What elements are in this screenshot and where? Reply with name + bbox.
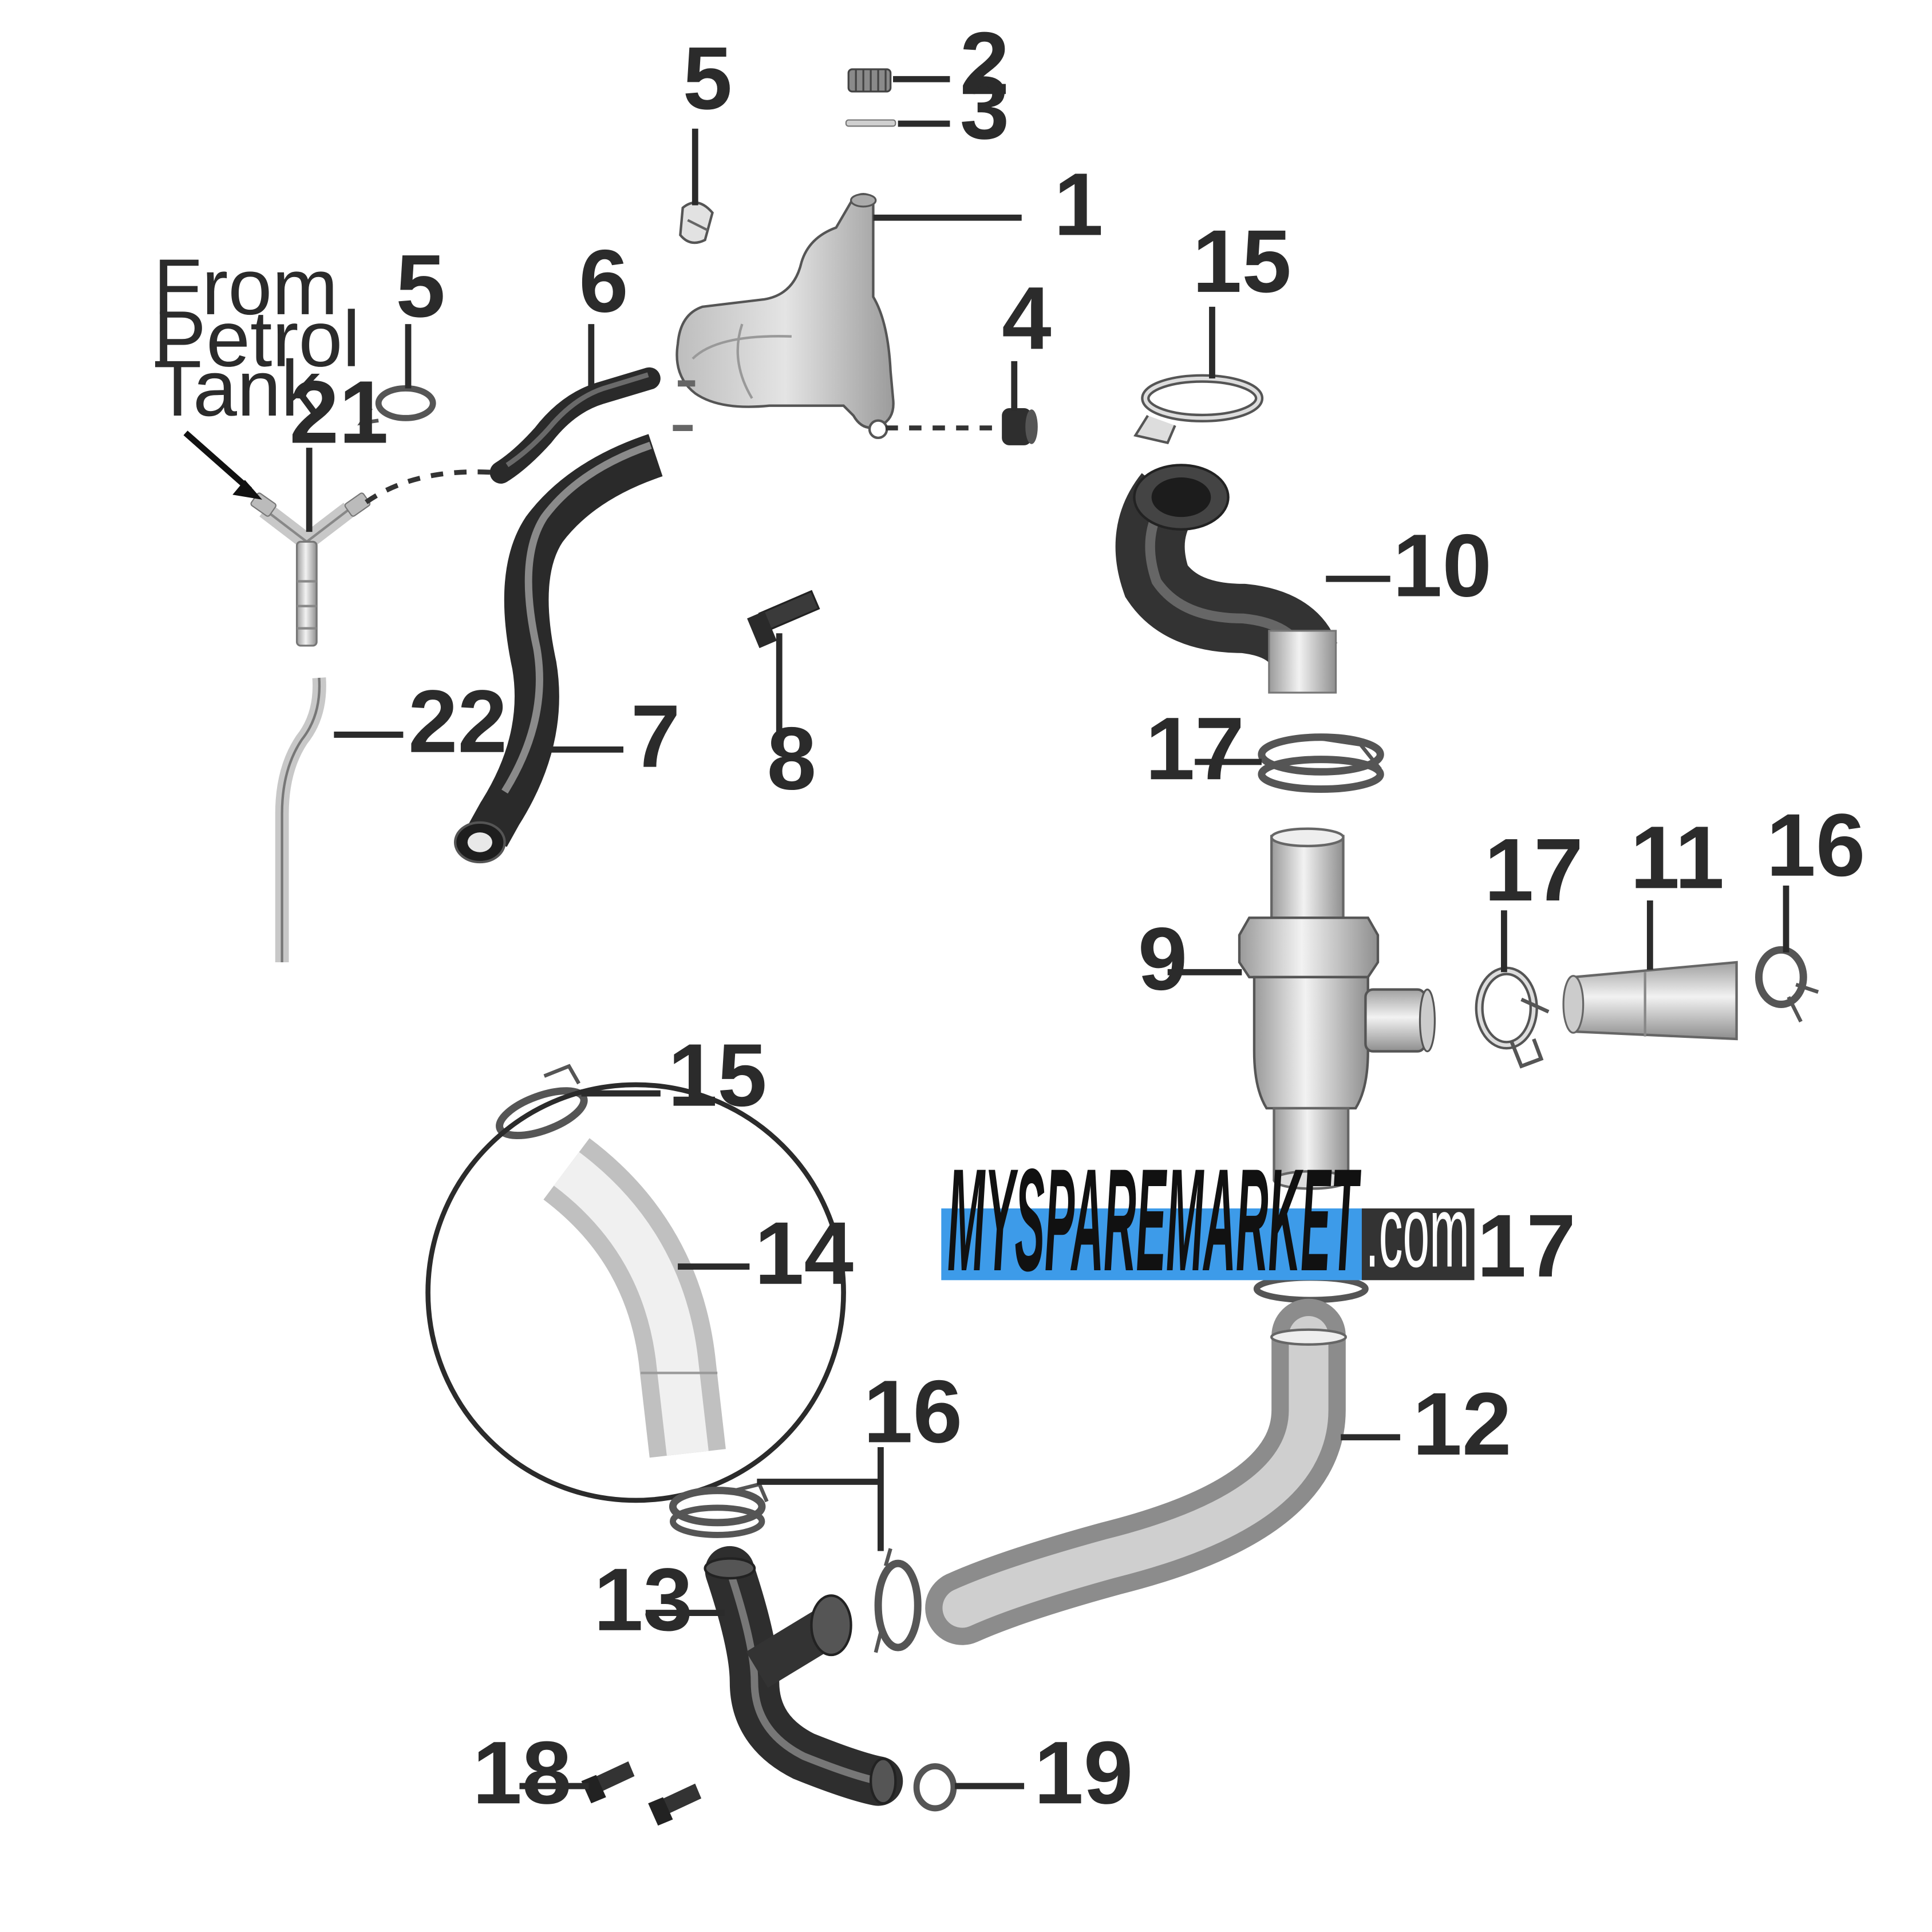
part-clamp-17-upper xyxy=(1258,733,1384,793)
callout-22: 22 xyxy=(408,671,507,771)
callout-18: 18 xyxy=(472,1722,571,1822)
part-y-connector xyxy=(250,492,371,647)
callout-9: 9 xyxy=(1138,909,1188,1009)
watermark-logo: MYSPAREMARKET .com xyxy=(941,1139,1475,1302)
part-clamp-17-mid xyxy=(1475,966,1550,1069)
part-thermostat-housing xyxy=(1238,827,1436,1190)
callout-4: 4 xyxy=(1002,268,1052,368)
part-grommet xyxy=(1002,408,1038,445)
part-clamp-upper xyxy=(1133,374,1264,445)
callout-17-mid: 17 xyxy=(1484,820,1583,919)
callout-8: 8 xyxy=(767,709,817,808)
callout-3: 3 xyxy=(960,58,1010,157)
callout-17-upper: 17 xyxy=(1145,698,1244,798)
watermark-suffix: .com xyxy=(1365,1175,1469,1289)
callout-numbers: 1 2 3 4 5 5 6 7 8 9 10 11 12 13 14 15 15… xyxy=(290,13,1866,1822)
callout-12: 12 xyxy=(1413,1374,1512,1473)
dashed-line-y-hose xyxy=(365,469,495,504)
watermark-text: MYSPAREMARKET xyxy=(947,1139,1361,1302)
callout-13: 13 xyxy=(594,1550,693,1649)
part-t-pipe xyxy=(704,1546,903,1806)
part-cap xyxy=(847,68,892,93)
callout-15-upper: 15 xyxy=(1192,211,1291,311)
detail-circle xyxy=(425,1082,846,1503)
watermark-blue-box xyxy=(941,1208,1365,1281)
part-bolts-pair xyxy=(581,1761,702,1826)
callout-14: 14 xyxy=(754,1203,854,1303)
part-bolt xyxy=(747,590,820,649)
callout-7: 7 xyxy=(631,686,681,786)
part-clip-upper xyxy=(679,201,714,244)
callout-15-lower: 15 xyxy=(668,1025,767,1125)
part-washer xyxy=(845,119,896,127)
callout-11: 11 xyxy=(1630,807,1724,907)
callout-2: 2 xyxy=(960,13,1010,113)
callout-21: 21 xyxy=(290,362,389,462)
part-long-pipe xyxy=(925,1298,1347,1645)
callout-17-lower: 17 xyxy=(1477,1196,1576,1295)
part-clip-16-right xyxy=(1755,946,1819,1023)
part-reservoir-tank xyxy=(673,193,895,440)
callout-16-right: 16 xyxy=(1766,795,1865,895)
part-elbow-hose xyxy=(1115,464,1337,694)
callout-5-upper: 5 xyxy=(683,28,733,128)
watermark-dark-box xyxy=(1361,1208,1475,1281)
note-line-1: From xyxy=(153,243,338,331)
part-o-ring xyxy=(913,1763,957,1812)
petrol-tank-note: From Petrol Tank xyxy=(153,243,360,433)
note-line-2: Petrol xyxy=(153,295,360,384)
part-clip-16-lower xyxy=(669,1482,769,1538)
callout-1: 1 xyxy=(1054,155,1104,254)
part-clamp-15-lower xyxy=(496,1064,588,1140)
part-clip-16-mid xyxy=(874,1548,922,1653)
callout-5-left: 5 xyxy=(396,236,445,335)
callout-16-lower: 16 xyxy=(863,1361,962,1461)
callout-6: 6 xyxy=(579,231,629,330)
leader-lines xyxy=(306,76,1789,1789)
part-bypass-hose xyxy=(1562,961,1738,1041)
part-curved-hose xyxy=(543,1138,726,1458)
flow-arrow xyxy=(183,430,263,500)
callout-10: 10 xyxy=(1393,515,1492,615)
note-line-3: Tank xyxy=(153,345,321,433)
callout-19: 19 xyxy=(1034,1722,1133,1822)
